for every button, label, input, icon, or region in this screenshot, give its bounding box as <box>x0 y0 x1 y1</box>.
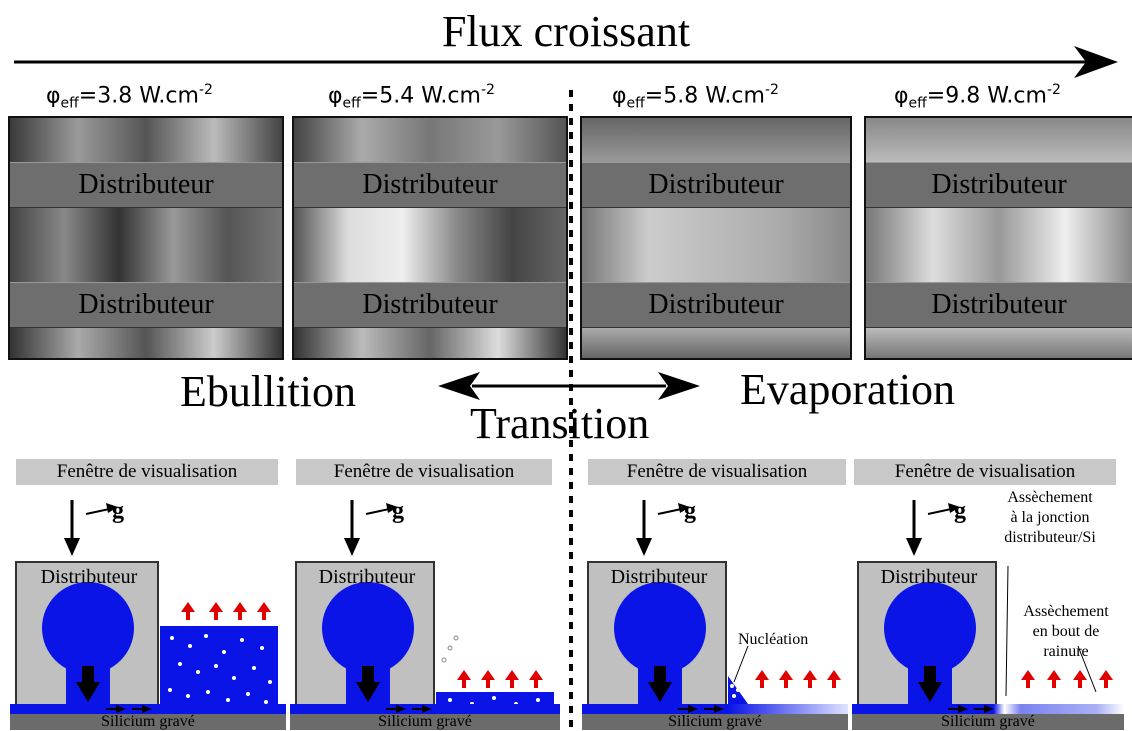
flux-label-3: φeff=5.8 W.cm-2 <box>612 82 779 112</box>
nucleation-label: Nucléation <box>738 631 809 648</box>
distributor-label: Distributeur <box>880 566 978 588</box>
window-label-1: Fenêtre de visualisation <box>16 459 278 485</box>
gravity-label: g <box>112 498 124 524</box>
gravity-label: g <box>684 498 696 524</box>
distributor-label: Distributeur <box>40 566 138 588</box>
distributor-band: Distributeur <box>582 282 850 328</box>
substrate-label: Silicium gravé <box>10 714 286 730</box>
distributor-band: Distributeur <box>10 282 282 328</box>
distributor-label: Distributeur <box>318 566 416 588</box>
substrate-label: Silicium gravé <box>852 714 1124 730</box>
distributor-label: Distributeur <box>610 566 708 588</box>
flux-label-1: φeff=3.8 W.cm-2 <box>46 82 213 112</box>
substrate-label: Silicium gravé <box>582 714 848 730</box>
gravity-icon <box>344 500 398 556</box>
photo-panel-1: Distributeur Distributeur <box>8 116 284 360</box>
photo-panel-3: Distributeur Distributeur <box>580 116 852 360</box>
distributor-band: Distributeur <box>294 282 566 328</box>
window-label-4: Fenêtre de visualisation <box>854 459 1116 485</box>
gravity-label: g <box>954 498 966 524</box>
flux-label-2: φeff=5.4 W.cm-2 <box>328 82 495 112</box>
transition-arrow <box>438 372 700 400</box>
distributor-band: Distributeur <box>866 162 1132 208</box>
window-label-2: Fenêtre de visualisation <box>296 459 552 485</box>
window-label-3: Fenêtre de visualisation <box>588 459 846 485</box>
distributor-band: Distributeur <box>582 162 850 208</box>
schematic-1 <box>10 500 286 714</box>
gravity-icon <box>64 500 118 556</box>
flux-arrow <box>14 46 1118 78</box>
schematic-2 <box>290 500 560 714</box>
regime-divider <box>569 90 573 731</box>
distributor-band: Distributeur <box>866 282 1132 328</box>
distributor-band: Distributeur <box>294 162 566 208</box>
regime-evaporation: Evaporation <box>740 365 956 414</box>
gravity-icon <box>636 500 690 556</box>
gravity-label: g <box>392 498 404 524</box>
substrate-label: Silicium gravé <box>290 714 560 730</box>
dryout-end-label: Assèchement en bout de rainure <box>1023 603 1109 660</box>
regime-transition: Transition <box>470 399 650 448</box>
flux-label-4: φeff=9.8 W.cm-2 <box>894 82 1061 112</box>
gravity-icon <box>906 500 960 556</box>
schematic-4 <box>852 500 1124 714</box>
photo-panel-4: Distributeur Distributeur <box>864 116 1132 360</box>
dryout-junction-label: Assèchement à la jonction distributeur/S… <box>1004 489 1096 546</box>
schematic-3 <box>582 500 848 714</box>
page-title: Flux croissant <box>441 7 691 56</box>
photo-panel-2: Distributeur Distributeur <box>292 116 568 360</box>
distributor-band: Distributeur <box>10 162 282 208</box>
regime-ebullition: Ebullition <box>180 367 356 416</box>
